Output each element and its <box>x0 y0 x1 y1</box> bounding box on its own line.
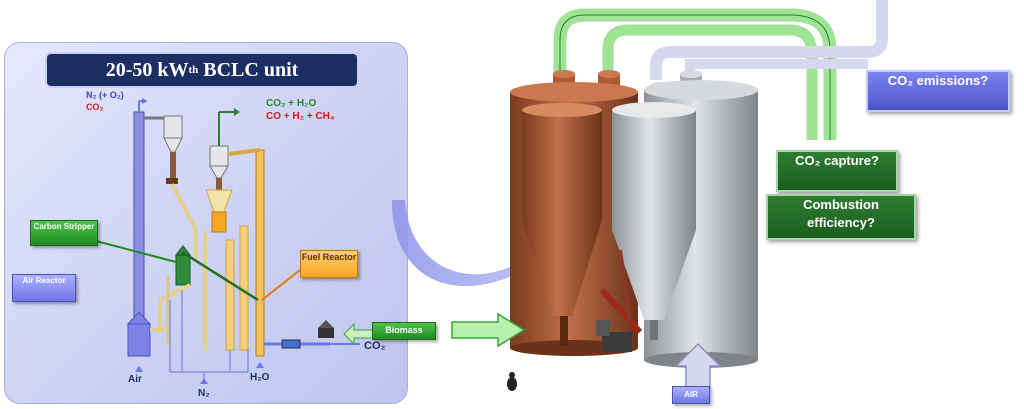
biomass-tag: Biomass <box>372 322 436 340</box>
air-bottom-tag: AIR <box>672 386 710 404</box>
carbon-stripper-vessel <box>174 245 192 286</box>
loop-seals <box>150 183 207 350</box>
air-reactor-3d <box>612 70 758 368</box>
biomass-feed-line <box>264 320 360 349</box>
unit-title-subscript: th <box>188 64 199 76</box>
air-reactor-tag: Air Reactor <box>12 274 76 302</box>
n2-lines <box>169 290 249 384</box>
fuel-reactor-pointer <box>261 269 301 301</box>
air-inlet-label: Air <box>128 374 142 385</box>
air-reactor-riser <box>126 98 152 357</box>
co2-emissions-question: CO₂ emissions? <box>866 70 1010 112</box>
curved-transition-arrow <box>392 200 548 287</box>
unit-title-rest: BCLC unit <box>198 58 299 81</box>
fuel-reactor-riser <box>225 148 265 357</box>
fuel-outlet-label-2: CO + H₂ + CH₄ <box>266 111 335 122</box>
biomass-tag-arrow <box>343 322 375 346</box>
person-figure-icon <box>507 377 517 391</box>
air-outlet-label-2: CO₂ <box>86 102 104 112</box>
fuel-reactor-tag: Fuel Reactor <box>300 250 358 278</box>
unit-title-main: 20-50 kW <box>105 58 189 81</box>
fuel-cyclone <box>205 108 240 233</box>
loop-seal-connector <box>596 249 643 352</box>
n2-inlet-label: N₂ <box>198 388 210 399</box>
n2-inlet-arrow <box>200 378 208 384</box>
biomass-feed-arrow <box>451 312 526 348</box>
air-inlet-arrow <box>135 366 143 372</box>
air-inlet-big-arrow <box>674 342 722 389</box>
combustion-efficiency-question: Combustion efficiency? <box>766 194 916 240</box>
co2-feed-label: CO₂ <box>364 340 386 352</box>
co2-capture-question: CO₂ capture? <box>776 150 898 192</box>
h2o-inlet-arrow <box>256 362 264 368</box>
air-outlet-label-1: N₂ (+ O₂) <box>86 90 124 100</box>
fuel-outlet-label-1: CO₂ + H₂O <box>266 98 317 109</box>
air-cyclone <box>144 115 183 184</box>
stripper-pointer <box>95 240 177 263</box>
stripper-link-line <box>181 250 259 302</box>
person-head-icon <box>509 372 515 378</box>
carbon-stripper-tag: Carbon Stripper <box>30 220 98 246</box>
h2o-inlet-label: H₂O <box>250 372 270 383</box>
